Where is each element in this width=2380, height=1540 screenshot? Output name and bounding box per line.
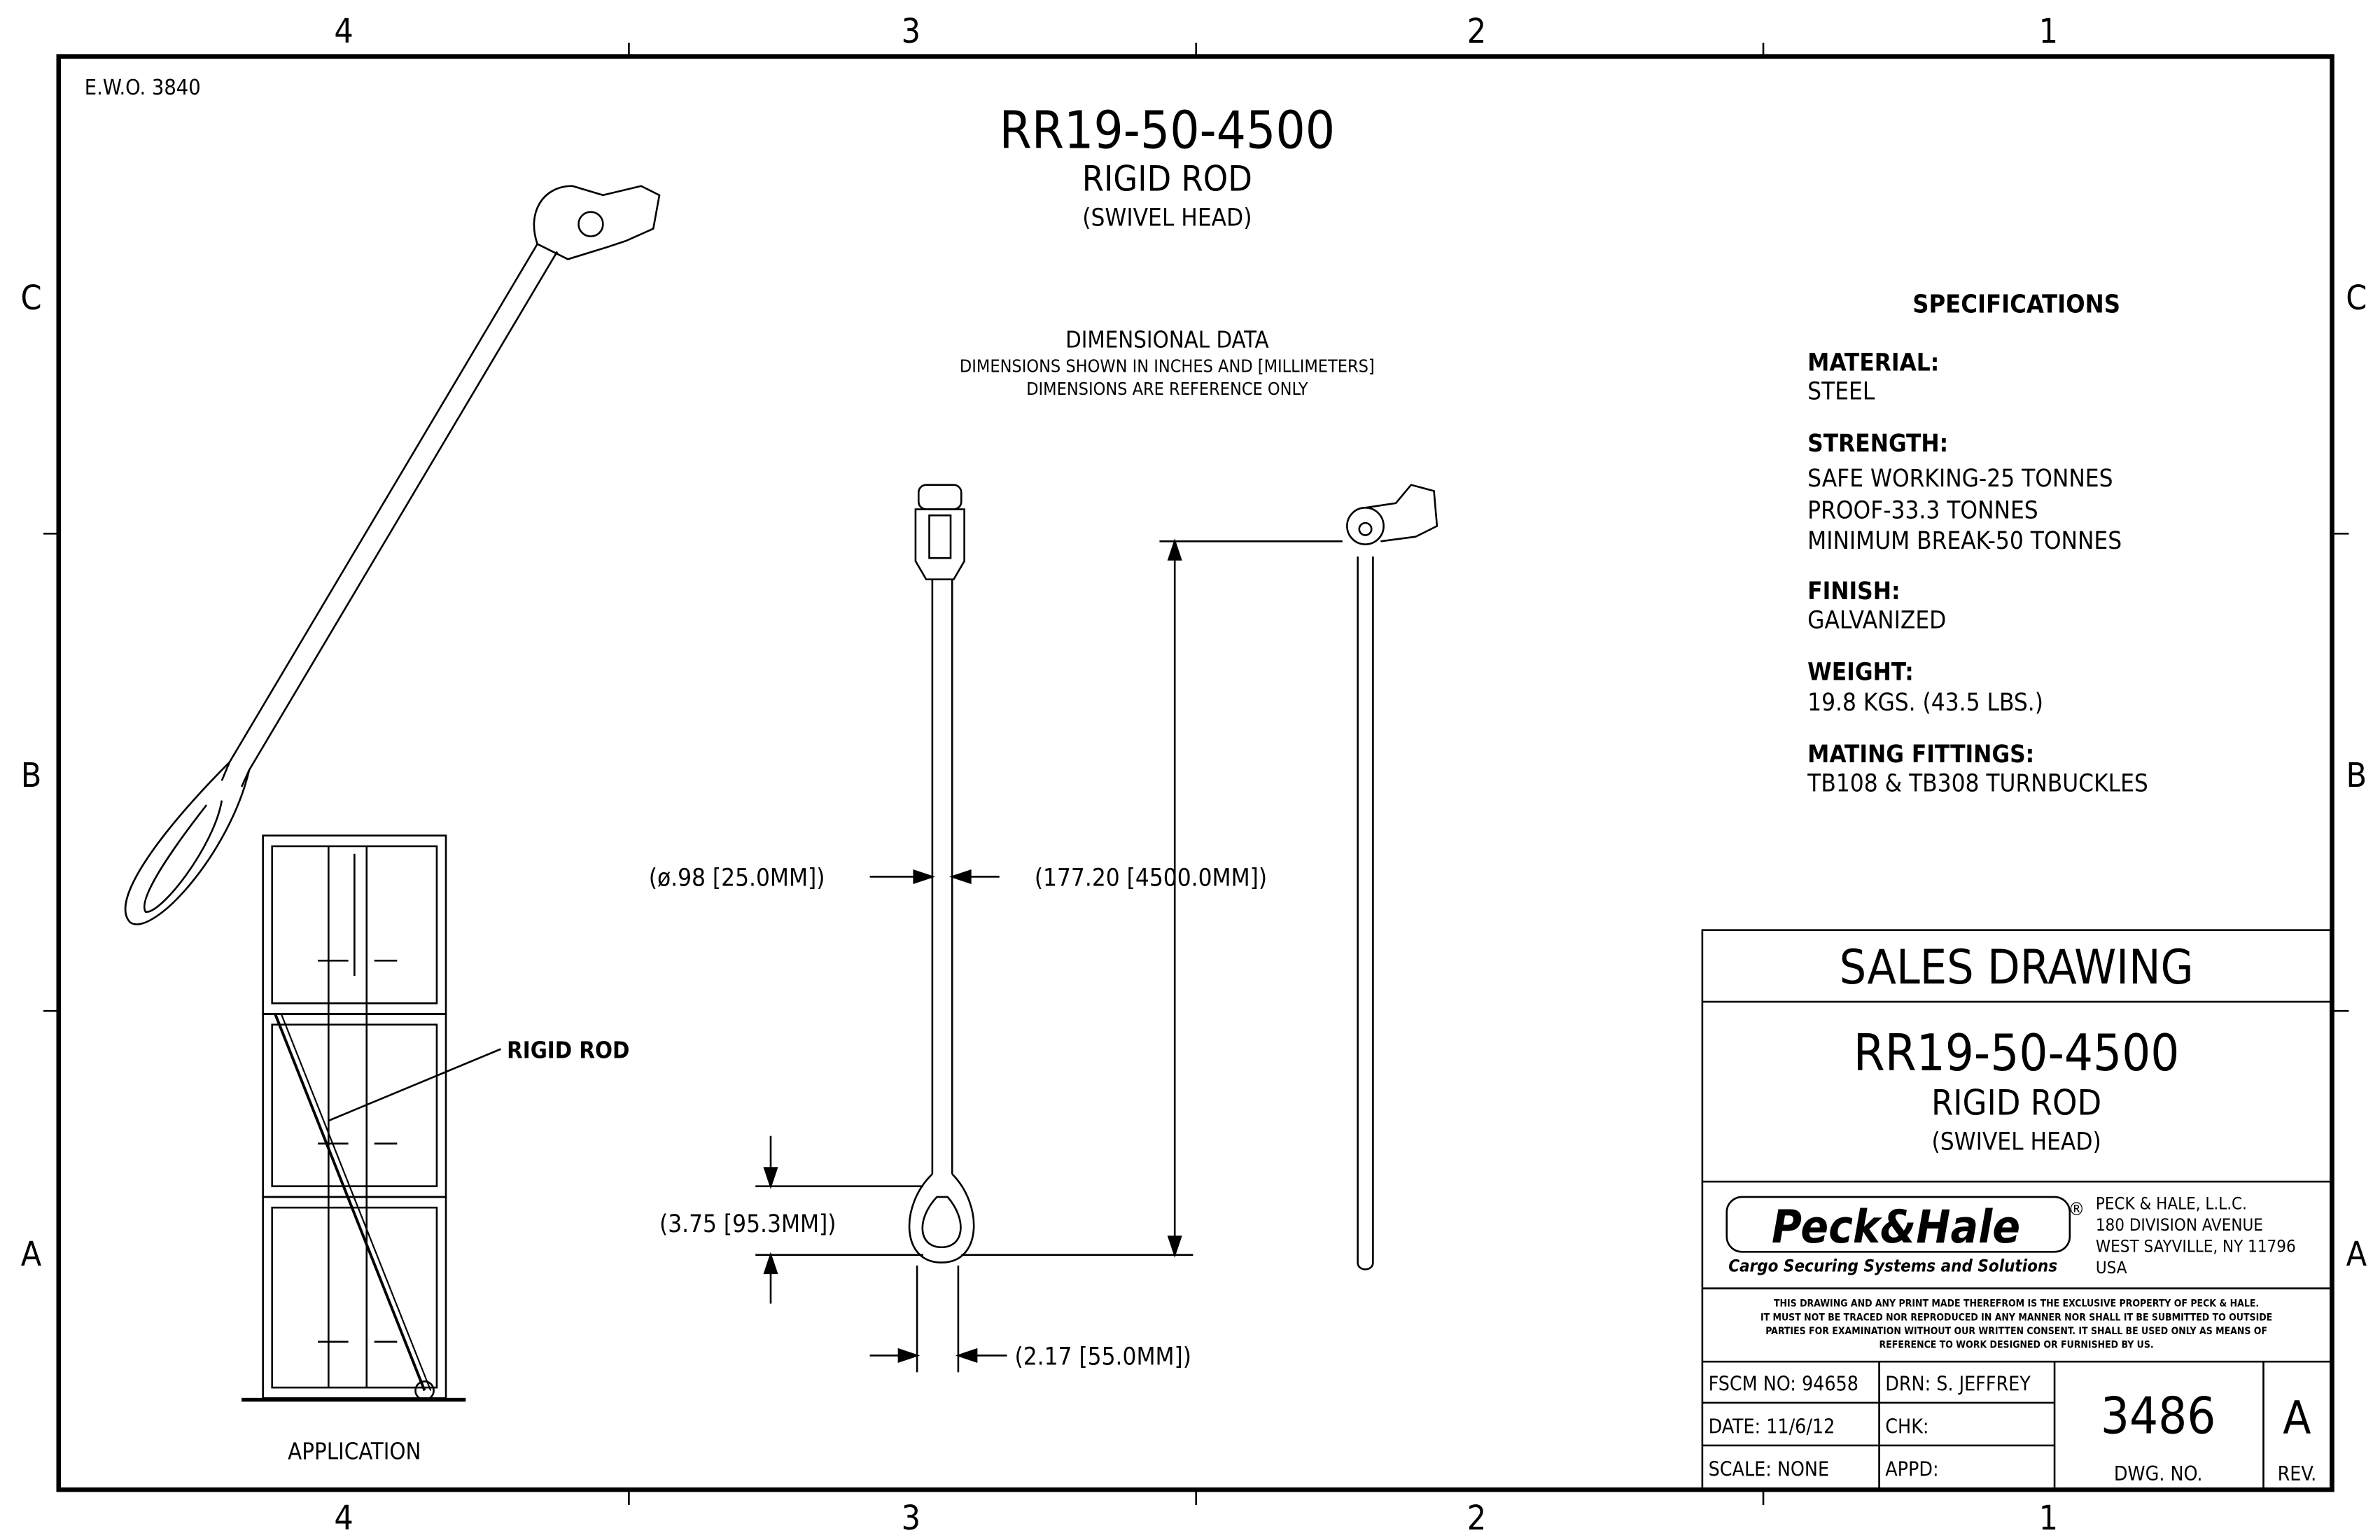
notice-line-4: REFERENCE TO WORK DESIGNED OR FURNISHED … [1879, 1340, 2154, 1351]
rigid-rod-isometric-view [124, 185, 661, 925]
strength-proof: PROOF-33.3 TONNES [1807, 497, 2038, 525]
eye-width-dimension: (2.17 [55.0MM]) [1015, 1343, 1192, 1371]
revision: A [2283, 1392, 2311, 1445]
zone-col-2-bottom: 2 [1467, 1499, 1486, 1538]
part-number-title: RR19-50-4500 [999, 100, 1335, 160]
zone-col-1-top: 1 [2039, 13, 2058, 51]
zone-row-b-left: B [21, 757, 42, 795]
drawing-scale: SCALE: NONE [1709, 1458, 1829, 1481]
fscm-number: FSCM NO: 94658 [1709, 1373, 1858, 1396]
zone-ticks [43, 42, 2349, 1505]
dimensional-data-heading: DIMENSIONAL DATA [1065, 327, 1268, 354]
eye-length-dimension: (3.75 [95.3MM]) [659, 1210, 836, 1238]
material-label: MATERIAL: [1807, 349, 1939, 377]
zone-row-a-right: A [2346, 1236, 2367, 1274]
company-country: USA [2096, 1258, 2127, 1278]
company-city: WEST SAYVILLE, NY 11796 [2096, 1236, 2296, 1256]
rigid-rod-side-view [1346, 484, 1438, 1270]
mating-fittings-label: MATING FITTINGS: [1807, 741, 2034, 769]
dimensional-data-note-1: DIMENSIONS SHOWN IN INCHES AND [MILLIMET… [960, 356, 1375, 376]
weight-value: 19.8 KGS. (43.5 LBS.) [1807, 689, 2043, 717]
zone-col-4-bottom: 4 [334, 1499, 353, 1538]
mating-fittings-value: TB108 & TB308 TURNBUCKLES [1807, 769, 2148, 797]
company-name: PECK & HALE, L.L.C. [2096, 1194, 2247, 1213]
part-name-title: RIGID ROD [1082, 158, 1252, 199]
peck-hale-logo: Peck&Hale [1772, 1200, 2020, 1254]
notice-line-1: THIS DRAWING AND ANY PRINT MADE THEREFRO… [1774, 1298, 2259, 1310]
drawing-date: DATE: 11/6/12 [1709, 1415, 1835, 1438]
drawing-number-label: DWG. NO. [2114, 1462, 2203, 1485]
specifications-heading: SPECIFICATIONS [1912, 290, 2120, 319]
title-block: SALES DRAWING RR19-50-4500 RIGID ROD (SW… [1701, 929, 2332, 1491]
logo-tagline: Cargo Securing Systems and Solutions [1728, 1256, 2057, 1276]
title-block-part-name: RIGID ROD [1931, 1082, 2101, 1123]
zone-col-3-bottom: 3 [902, 1499, 920, 1538]
zone-col-1-bottom: 1 [2039, 1499, 2058, 1538]
diameter-dimension: (ø.98 [25.0MM]) [649, 864, 825, 892]
zone-col-4-top: 4 [334, 13, 353, 51]
checked-by: CHK: [1885, 1415, 1928, 1438]
notice-line-2: IT MUST NOT BE TRACED NOR REPRODUCED IN … [1760, 1312, 2272, 1323]
length-dimension: (177.20 [4500.0MM]) [1035, 864, 1267, 892]
company-street: 180 DIVISION AVENUE [2096, 1215, 2263, 1235]
material-value: STEEL [1807, 378, 1875, 406]
zone-row-c-right: C [2346, 279, 2367, 318]
weight-label: WEIGHT: [1807, 658, 1914, 686]
zone-col-3-top: 3 [902, 13, 920, 51]
zone-row-b-right: B [2346, 757, 2367, 795]
dimension-lines [755, 538, 1343, 1373]
finish-label: FINISH: [1807, 578, 1900, 606]
zone-col-2-top: 2 [1467, 13, 1486, 51]
zone-row-c-left: C [20, 279, 41, 318]
revision-label: REV. [2278, 1462, 2317, 1485]
strength-min-break: MINIMUM BREAK-50 TONNES [1807, 527, 2122, 555]
approved-by: APPD: [1885, 1458, 1938, 1481]
dimensional-data-note-2: DIMENSIONS ARE REFERENCE ONLY [1026, 379, 1308, 399]
finish-value: GALVANIZED [1807, 606, 1946, 634]
sales-drawing-label: SALES DRAWING [1840, 939, 2194, 995]
title-block-variant: (SWIVEL HEAD) [1931, 1128, 2101, 1156]
part-variant-title: (SWIVEL HEAD) [1082, 204, 1252, 232]
notice-line-3: PARTIES FOR EXAMINATION WITHOUT OUR WRIT… [1765, 1326, 2267, 1337]
drawn-by: DRN: S. JEFFREY [1885, 1373, 2031, 1396]
zone-row-a-left: A [21, 1236, 42, 1274]
drawing-number: 3486 [2101, 1387, 2216, 1446]
application-label: APPLICATION [288, 1438, 421, 1465]
registered-mark: ® [2068, 1199, 2085, 1220]
rigid-rod-callout: RIGID ROD [507, 1037, 629, 1064]
strength-safe-working: SAFE WORKING-25 TONNES [1807, 465, 2113, 493]
strength-label: STRENGTH: [1807, 430, 1948, 458]
ewo-number: E.W.O. 3840 [85, 76, 201, 100]
title-block-part-number: RR19-50-4500 [1854, 1023, 2180, 1082]
container-stack-application [241, 834, 501, 1402]
